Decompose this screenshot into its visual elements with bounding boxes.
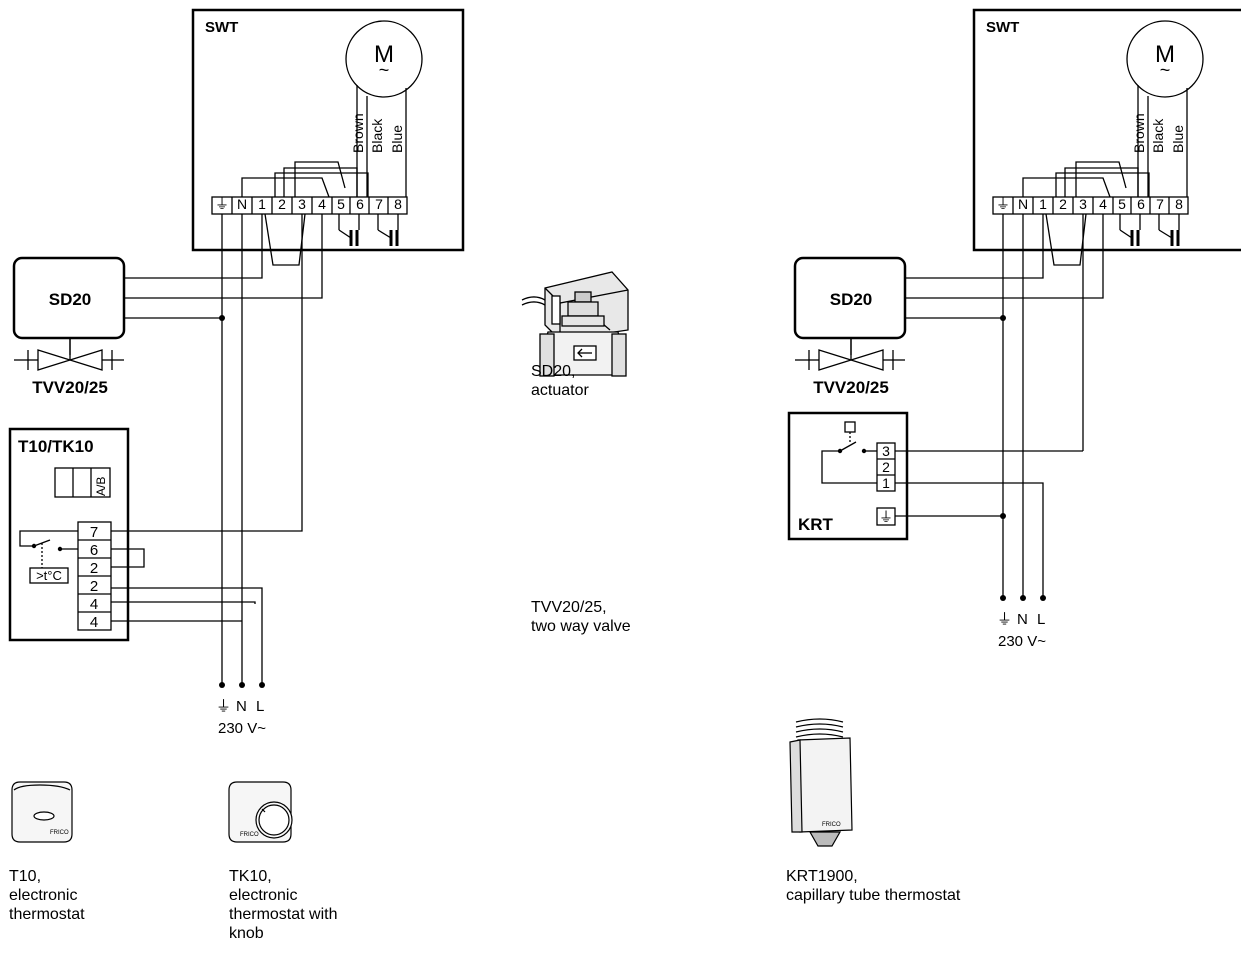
wire-label-blue-right: Blue	[1170, 125, 1186, 153]
wire-label-blue: Blue	[389, 125, 405, 153]
svg-text:2: 2	[90, 578, 98, 595]
svg-text:4: 4	[318, 196, 326, 212]
krt-box	[787, 411, 909, 541]
t10-illustration: FRICO	[11, 781, 73, 843]
svg-text:N: N	[236, 698, 247, 715]
caption-sd20: SD20,actuator	[531, 363, 589, 399]
svg-text:230 V~: 230 V~	[998, 633, 1046, 650]
sd20-label: SD20	[49, 290, 92, 309]
krt-label: KRT	[798, 515, 834, 534]
svg-text:⏚: ⏚	[997, 611, 1012, 628]
swt-label-right: SWT	[986, 19, 1019, 36]
wire-label-brown: Brown	[350, 113, 366, 153]
right-wiring-diagram: SWT M ~ Brown Black Blue ⏚ N 1 2 3 4 5 6…	[787, 8, 1241, 650]
svg-text:1: 1	[882, 475, 890, 491]
svg-text:⏚: ⏚	[215, 196, 229, 212]
svg-text:3: 3	[1079, 196, 1087, 212]
t10-tk10-box	[8, 427, 130, 642]
krt1900-illustration: FRICO	[789, 718, 853, 847]
svg-text:6: 6	[90, 542, 98, 559]
valve-label: TVV20/25	[32, 378, 108, 397]
svg-text:6: 6	[356, 196, 364, 212]
svg-text:7: 7	[375, 196, 383, 212]
svg-text:8: 8	[394, 196, 402, 212]
swt-label: SWT	[205, 19, 238, 36]
svg-text:N: N	[1018, 196, 1028, 212]
wire-label-black-right: Black	[1150, 118, 1166, 153]
svg-text:6: 6	[1137, 196, 1145, 212]
svg-text:7: 7	[1156, 196, 1164, 212]
krt-terminal-labels: 3 2 1 ⏚	[879, 443, 893, 525]
svg-text:2: 2	[882, 459, 890, 475]
caption-krt1900: KRT1900,capillary tube thermostat	[786, 868, 961, 904]
svg-text:230 V~: 230 V~	[218, 720, 266, 737]
svg-text:3: 3	[882, 443, 890, 459]
t10-tk10-label: T10/TK10	[18, 437, 94, 456]
svg-text:N: N	[237, 196, 247, 212]
svg-text:4: 4	[1099, 196, 1107, 212]
svg-text:⏚: ⏚	[216, 698, 231, 715]
motor-tilde-right: ~	[1160, 60, 1171, 80]
thermostat-terminal-labels: 7 6 2 2 4 4	[90, 524, 98, 631]
valve-label-right: TVV20/25	[813, 378, 889, 397]
motor-symbol-right: M	[1155, 41, 1175, 68]
svg-text:4: 4	[90, 596, 98, 613]
tk10-illustration: FRICO	[228, 781, 293, 843]
svg-text:1: 1	[258, 196, 266, 212]
svg-text:L: L	[256, 698, 264, 715]
svg-text:2: 2	[278, 196, 286, 212]
motor-symbol: M	[374, 41, 394, 68]
caption-tvv: TVV20/25,two way valve	[531, 599, 631, 635]
svg-text:⏚: ⏚	[996, 196, 1010, 212]
terminal-labels: ⏚ N 1 2 3 4 5 6 7 8	[215, 196, 402, 212]
svg-text:5: 5	[337, 196, 345, 212]
svg-text:L: L	[1037, 611, 1045, 628]
supply-labels-right: ⏚ N L 230 V~	[997, 611, 1046, 650]
svg-text:8: 8	[1175, 196, 1183, 212]
left-wiring-diagram: SWT M ~ Brown Black Blue ⏚ N 1 2 3 4 5 6…	[8, 8, 465, 737]
ab-label: A/B	[94, 477, 108, 496]
svg-text:5: 5	[1118, 196, 1126, 212]
brand-mark-krt: FRICO	[822, 822, 841, 828]
wire-label-brown-right: Brown	[1131, 113, 1147, 153]
svg-text:N: N	[1017, 611, 1028, 628]
supply-labels: ⏚ N L 230 V~	[216, 698, 266, 737]
tvv-valve-illustration	[539, 291, 627, 377]
brand-mark: FRICO	[50, 830, 69, 836]
svg-text:7: 7	[90, 524, 98, 541]
terminal-labels-right: ⏚ N 1 2 3 4 5 6 7 8	[996, 196, 1183, 212]
motor-tilde: ~	[379, 60, 390, 80]
svg-text:3: 3	[298, 196, 306, 212]
sd20-label-right: SD20	[830, 290, 873, 309]
svg-text:2: 2	[90, 560, 98, 577]
svg-text:⏚: ⏚	[879, 509, 893, 525]
temp-label: >t°C	[36, 568, 62, 583]
wire-label-black: Black	[369, 118, 385, 153]
svg-text:1: 1	[1039, 196, 1047, 212]
brand-mark-tk10: FRICO	[240, 832, 259, 838]
svg-text:2: 2	[1059, 196, 1067, 212]
svg-text:4: 4	[90, 614, 98, 631]
